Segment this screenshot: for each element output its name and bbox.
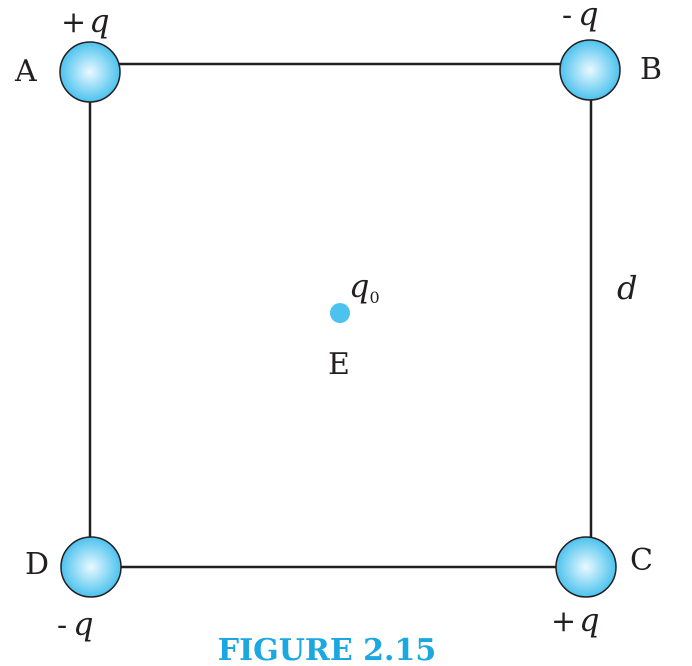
side-length-label: d: [617, 269, 637, 307]
sphere-b: [559, 39, 621, 101]
charge-label-d: -q: [57, 605, 94, 643]
charge-sign-b: -: [562, 0, 572, 33]
vertex-label-c: C: [630, 543, 653, 578]
test-charge-subscript: 0: [369, 288, 379, 307]
figure-caption: FIGURE 2.15: [218, 633, 436, 666]
center-label-e: E: [328, 347, 350, 382]
sphere-c: [555, 536, 617, 598]
test-charge-label: q0: [349, 267, 380, 307]
vertex-label-b: B: [640, 52, 662, 87]
charge-symbol-a: q: [89, 2, 109, 40]
vertex-label-a: A: [14, 54, 37, 89]
sphere-d: [60, 536, 122, 598]
sphere-a: [59, 41, 121, 103]
charge-label-a: +q: [61, 2, 110, 40]
charge-symbol-b: q: [578, 0, 598, 33]
test-charge-symbol: q: [349, 267, 369, 305]
charge-symbol-d: q: [73, 605, 93, 643]
vertex-label-d: D: [25, 547, 49, 582]
charge-sign-a: +: [61, 5, 86, 40]
charge-symbol-c: q: [579, 601, 599, 639]
test-charge-dot: [330, 303, 350, 323]
charge-sign-c: +: [551, 604, 576, 639]
charge-label-c: +q: [551, 601, 600, 639]
charge-label-b: -q: [562, 0, 599, 33]
charge-sign-d: -: [57, 608, 67, 643]
